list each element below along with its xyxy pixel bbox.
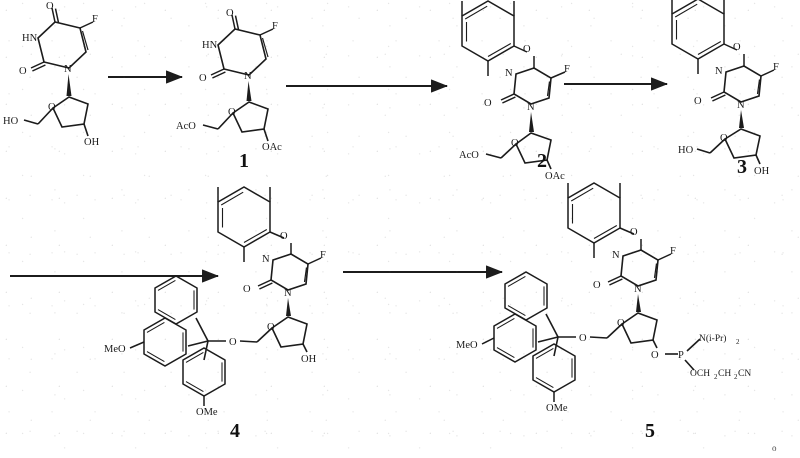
atom-label-N: N: [284, 288, 292, 299]
atom-label-O: O: [484, 98, 492, 109]
atom-label-cyanoethyl-cn: CN: [738, 369, 751, 379]
atom-label-N: N: [244, 71, 252, 82]
atom-label-HN: HN: [22, 33, 38, 44]
atom-label-AcO: AcO: [176, 121, 196, 132]
atom-label-OH: OH: [301, 354, 317, 365]
structure-compound-5: O F N O N O O MeO: [456, 182, 751, 414]
atom-label-OMe: OMe: [546, 403, 568, 414]
atom-label-O: O: [280, 231, 288, 242]
atom-label-OH: OH: [754, 166, 770, 177]
atom-label-F: F: [670, 246, 676, 257]
structure-compound-2: O F N O N O AcO OAc: [459, 0, 570, 182]
atom-label-O: O: [579, 333, 587, 344]
atom-label-F: F: [272, 21, 278, 32]
atom-label-O: O: [523, 44, 531, 55]
atom-label-O: O: [630, 227, 638, 238]
structure-starting-material: O F HN O N O HO OH: [3, 1, 100, 148]
atom-label-OAc: OAc: [545, 171, 565, 182]
atom-label-N: N: [64, 64, 72, 75]
atom-label-O: O: [229, 337, 237, 348]
atom-label-N: N: [634, 284, 642, 295]
atom-label-F: F: [564, 64, 570, 75]
atom-label-MeO: MeO: [456, 340, 478, 351]
atom-label-O: O: [243, 284, 251, 295]
atom-label-cyanoethyl-2: CH: [718, 369, 731, 379]
atom-label-HN: HN: [202, 40, 218, 51]
compound-number-3: 3: [737, 156, 747, 178]
atom-label-OMe: OMe: [196, 407, 218, 418]
atom-label-N: N: [262, 254, 270, 265]
atom-label-MeO: MeO: [104, 344, 126, 355]
atom-label-cyanoethyl-sub2: 2: [734, 373, 738, 381]
atom-label-P: P: [678, 350, 684, 361]
atom-label-O: O: [651, 350, 659, 361]
atom-label-O: O: [226, 8, 234, 19]
atom-label-N: N: [715, 66, 723, 77]
atom-label-OAc: OAc: [262, 142, 282, 153]
reaction-arrows: [10, 70, 669, 283]
atom-label-F: F: [773, 62, 779, 73]
atom-label-O: O: [46, 1, 54, 12]
corner-mark: o: [772, 443, 777, 453]
atom-label-amidite-n-subscript: 2: [736, 338, 740, 346]
structure-compound-1: O F HN O N O AcO OAc: [176, 8, 282, 153]
atom-label-O: O: [267, 322, 275, 333]
atom-label-N: N: [612, 250, 620, 261]
atom-label-O: O: [733, 42, 741, 53]
compound-number-1: 1: [239, 150, 249, 172]
atom-label-F: F: [320, 250, 326, 261]
atom-label-AcO: AcO: [459, 150, 479, 161]
compound-number-2: 2: [537, 150, 547, 172]
atom-label-cyanoethyl: OCH: [690, 369, 710, 379]
atom-label-O: O: [617, 318, 625, 329]
atom-label-O: O: [228, 107, 236, 118]
compound-number-4: 4: [230, 420, 240, 442]
atom-label-O: O: [694, 96, 702, 107]
atom-label-N: N: [527, 102, 535, 113]
atom-label-O: O: [19, 66, 27, 77]
atom-label-N: N: [505, 68, 513, 79]
atom-label-HO: HO: [678, 145, 694, 156]
atom-label-N: N: [737, 100, 745, 111]
atom-label-O: O: [48, 102, 56, 113]
atom-label-cyanoethyl-sub1: 2: [714, 373, 718, 381]
atom-label-O: O: [720, 133, 728, 144]
structure-compound-3: O F N O N O HO OH: [671, 0, 779, 177]
atom-label-O: O: [593, 280, 601, 291]
atom-label-amidite-nitrogen: N(i-Pr): [699, 333, 726, 344]
atom-label-F: F: [92, 14, 98, 25]
atom-label-O: O: [511, 138, 519, 149]
structure-compound-4: O F N O N O OH O: [104, 186, 326, 418]
atom-label-O: O: [199, 73, 207, 84]
atom-label-OH: OH: [84, 137, 100, 148]
atom-label-HO: HO: [3, 116, 19, 127]
compound-number-5: 5: [645, 420, 655, 442]
